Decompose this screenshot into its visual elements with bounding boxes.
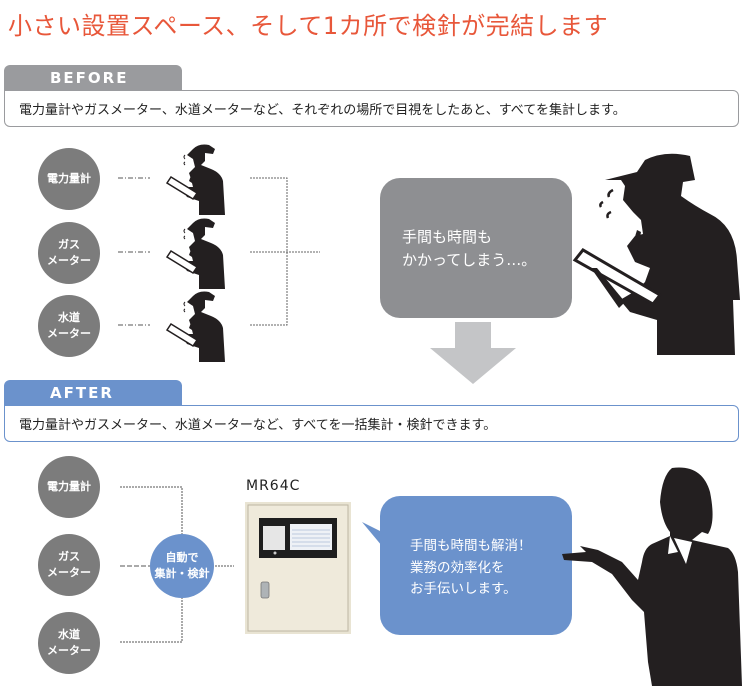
hub-label: 集計・検針 — [154, 567, 210, 580]
before-meter-water: 水道 メーター — [38, 295, 100, 357]
auto-aggregation-hub: 自動で 集計・検針 — [150, 534, 214, 598]
meter-reading-panel-icon — [245, 502, 351, 634]
connector-line — [120, 486, 183, 534]
after-meter-gas: ガス メーター — [38, 534, 100, 596]
after-meter-water: 水道 メーター — [38, 612, 100, 674]
bubble-line: 手間も時間も解消！ — [410, 538, 532, 554]
bubble-line: お手伝いします。 — [410, 581, 517, 598]
worker-silhouette-icon — [165, 144, 225, 215]
before-meter-gas: ガス メーター — [38, 222, 100, 284]
businesswoman-silhouette-icon — [562, 467, 742, 686]
connector-line — [120, 598, 183, 643]
before-meter-electric: 電力量計 — [38, 148, 100, 210]
connector-bracket — [250, 177, 288, 326]
device-model-label: MR64C — [246, 478, 301, 494]
meter-label: ガス — [58, 238, 80, 252]
after-speech-bubble: 手間も時間も解消！ 業務の効率化を お手伝いします。 — [380, 496, 572, 635]
before-speech-bubble: 手間も時間も かかってしまう…。 — [380, 178, 572, 318]
meter-label: 水道 — [58, 311, 80, 325]
meter-label: ガス — [58, 550, 80, 564]
before-tab: BEFORE — [4, 65, 182, 91]
page-title: 小さい設置スペース、そして1カ所で検針が完結します — [8, 12, 609, 40]
after-tab: AFTER — [4, 380, 182, 406]
after-meter-electric: 電力量計 — [38, 456, 100, 518]
meter-label: 電力量計 — [47, 480, 91, 494]
meter-label: メーター — [47, 644, 91, 657]
speech-bubble-tail — [362, 522, 382, 546]
worker-silhouette-large-icon — [572, 153, 740, 355]
meter-label: メーター — [47, 254, 91, 267]
hub-label: 自動で — [165, 551, 199, 565]
bubble-line: 手間も時間も — [402, 228, 493, 246]
after-description: 電力量計やガスメーター、水道メーターなど、すべてを一括集計・検針できます。 — [4, 405, 739, 442]
meter-label: 電力量計 — [47, 172, 91, 186]
down-arrow-icon — [430, 322, 516, 384]
bubble-line: 業務の効率化を — [410, 559, 505, 576]
worker-silhouette-icon — [165, 291, 225, 362]
worker-silhouette-icon — [165, 218, 225, 289]
before-description: 電力量計やガスメーター、水道メーターなど、それぞれの場所で目視をしたあと、すべて… — [4, 90, 739, 127]
meter-label: 水道 — [58, 628, 80, 642]
meter-label: メーター — [47, 566, 91, 579]
bubble-line: かかってしまう…。 — [402, 250, 537, 269]
meter-label: メーター — [47, 327, 91, 340]
